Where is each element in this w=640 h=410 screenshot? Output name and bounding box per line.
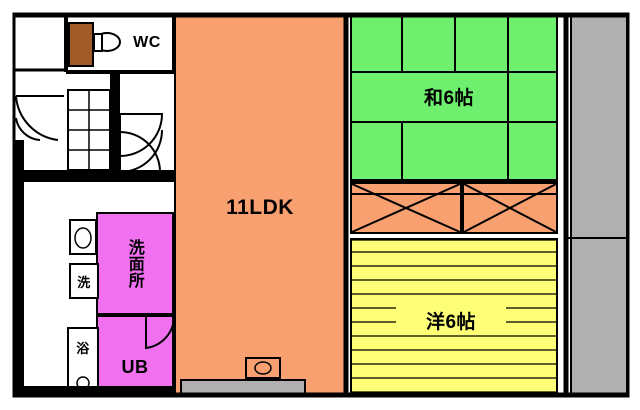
label-senmenjo: 洗面所 [125,239,143,289]
label-yoshitsu: 洋6帖 [396,305,506,335]
label-washer: 洗 [77,274,91,290]
label-bath: 浴 [76,340,90,356]
label-washitsu: 和6帖 [394,80,504,112]
label-ldk: 11LDK [226,196,294,219]
entrance-step [180,379,306,396]
closet-washitsu-left [350,182,462,234]
sink-icon [69,219,97,255]
label-unit-bath: UB [121,356,149,377]
closet-washitsu-right [462,182,558,234]
room-balcony [570,14,628,396]
entry-door-panel [68,22,94,67]
label-wc: WC [133,34,161,51]
door-swing-icon [119,113,164,174]
